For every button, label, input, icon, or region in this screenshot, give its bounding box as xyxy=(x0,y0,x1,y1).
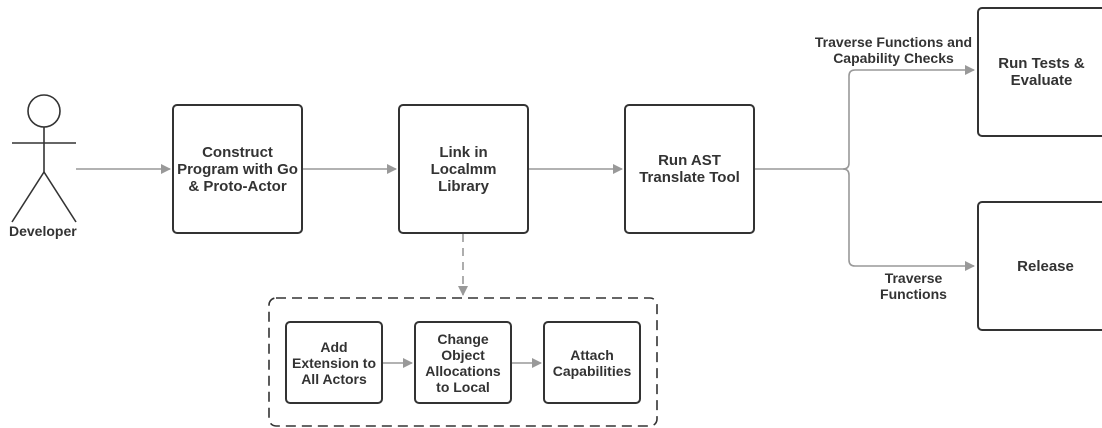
link-library-box: Link in Localmm Library xyxy=(398,104,529,234)
add-extension-label: Add Extension to All Actors xyxy=(291,338,376,387)
construct-program-box: Construct Program with Go & Proto-Actor xyxy=(172,104,303,234)
attach-capabilities-box: Attach Capabilities xyxy=(543,321,641,404)
edge-label-traverse: Traverse Functions xyxy=(880,270,947,302)
link-library-label: Link in Localmm Library xyxy=(430,143,497,195)
construct-program-label: Construct Program with Go & Proto-Actor xyxy=(177,143,298,195)
change-allocations-label: Change Object Allocations to Local xyxy=(425,330,501,395)
developer-label: Developer xyxy=(9,223,77,239)
run-ast-tool-label: Run AST Translate Tool xyxy=(639,152,740,186)
release-box: Release xyxy=(977,201,1102,331)
add-extension-box: Add Extension to All Actors xyxy=(285,321,383,404)
run-ast-tool-box: Run AST Translate Tool xyxy=(624,104,755,234)
subprocess-group xyxy=(268,297,658,427)
attach-capabilities-label: Attach Capabilities xyxy=(552,346,632,379)
run-tests-box: Run Tests & Evaluate xyxy=(977,7,1102,137)
edge-label-traverse-checks: Traverse Functions and Capability Checks xyxy=(814,34,973,66)
run-tests-label: Run Tests & Evaluate xyxy=(998,55,1085,89)
change-allocations-box: Change Object Allocations to Local xyxy=(414,321,512,404)
developer-actor-icon xyxy=(11,94,77,223)
arrow-ast-to-release xyxy=(842,168,975,271)
release-label: Release xyxy=(1017,257,1074,275)
arrow-ast-to-run-tests xyxy=(754,65,975,170)
